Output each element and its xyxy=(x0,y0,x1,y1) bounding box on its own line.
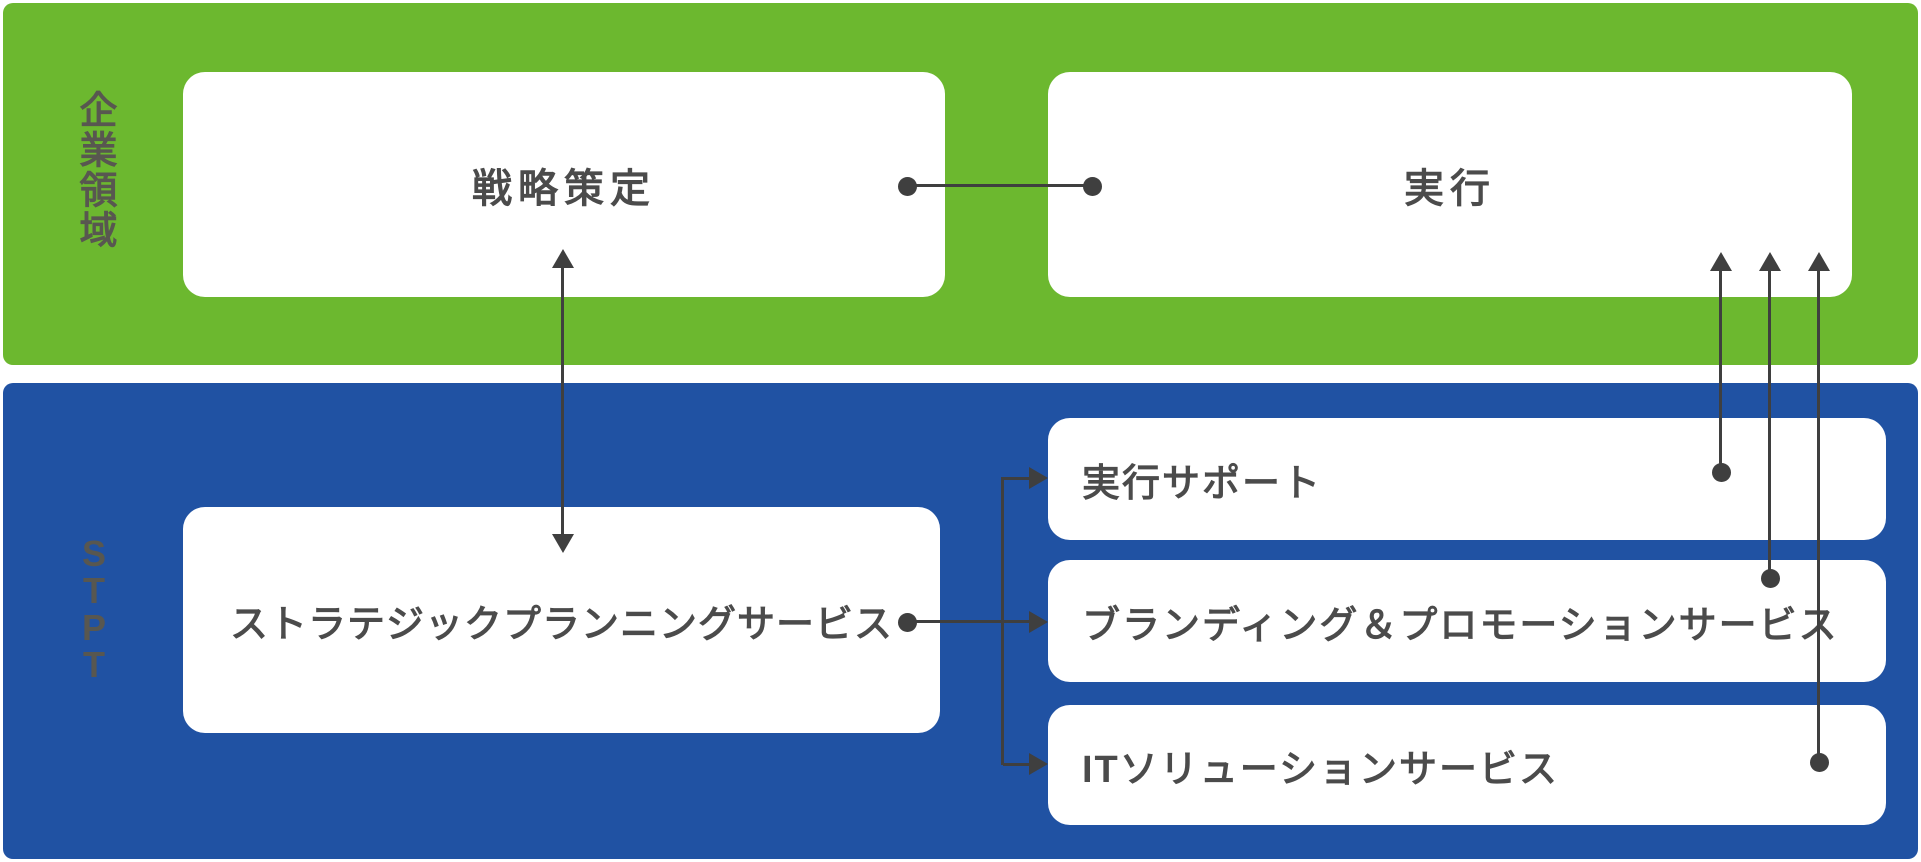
strategy-box-label: 戦略策定 xyxy=(472,166,656,211)
it-solution-service-box: ITソリューションサービス xyxy=(1048,705,1886,825)
arrow-to-it-solution xyxy=(1029,753,1048,775)
stpt-letter: S xyxy=(81,533,106,574)
branch-main-line xyxy=(907,620,1030,623)
double-arrow-up-head xyxy=(552,249,574,268)
arrow-to-execution-support xyxy=(1029,467,1048,489)
execution-box-label: 実行 xyxy=(1404,166,1496,211)
branch-vertical-line xyxy=(1001,477,1004,765)
it-solution-service-label: ITソリューションサービス xyxy=(1082,748,1560,791)
corporate-domain-label: 企業領域 xyxy=(73,90,115,250)
branding-promotion-service-box: ブランディング＆プロモーションサービス xyxy=(1048,560,1886,682)
strategy-connector-dot xyxy=(898,177,917,196)
double-arrow-down-head xyxy=(552,534,574,553)
branding-promotion-service-label: ブランディング＆プロモーションサービス xyxy=(1082,604,1839,647)
execution-support-up-line xyxy=(1719,270,1722,472)
it-solution-up-line xyxy=(1817,270,1820,762)
it-solution-up-arrowhead xyxy=(1808,252,1830,271)
branch-top-line xyxy=(1003,477,1030,480)
strategy-execution-connector-line xyxy=(907,184,1092,187)
stpt-letter: T xyxy=(83,644,105,685)
stpt-letter: P xyxy=(81,607,106,648)
branding-promotion-up-arrowhead xyxy=(1759,252,1781,271)
execution-support-box: 実行サポート xyxy=(1048,418,1886,540)
stpt-label: S T P T xyxy=(71,535,117,683)
execution-support-up-arrowhead xyxy=(1710,252,1732,271)
it-solution-dot xyxy=(1810,753,1829,772)
strategic-planning-service-box: ストラテジックプランニングサービス xyxy=(183,507,940,733)
branch-bottom-line xyxy=(1003,763,1030,766)
double-arrow-shaft xyxy=(561,265,564,537)
branding-promotion-dot xyxy=(1761,569,1780,588)
execution-connector-dot xyxy=(1083,177,1102,196)
execution-support-dot xyxy=(1712,463,1731,482)
strategic-planning-service-label: ストラテジックプランニングサービス xyxy=(229,603,893,646)
execution-support-label: 実行サポート xyxy=(1082,462,1323,505)
stpt-letter: T xyxy=(83,570,105,611)
arrow-to-branding-promotion xyxy=(1029,611,1048,633)
branding-promotion-up-line xyxy=(1768,270,1771,578)
